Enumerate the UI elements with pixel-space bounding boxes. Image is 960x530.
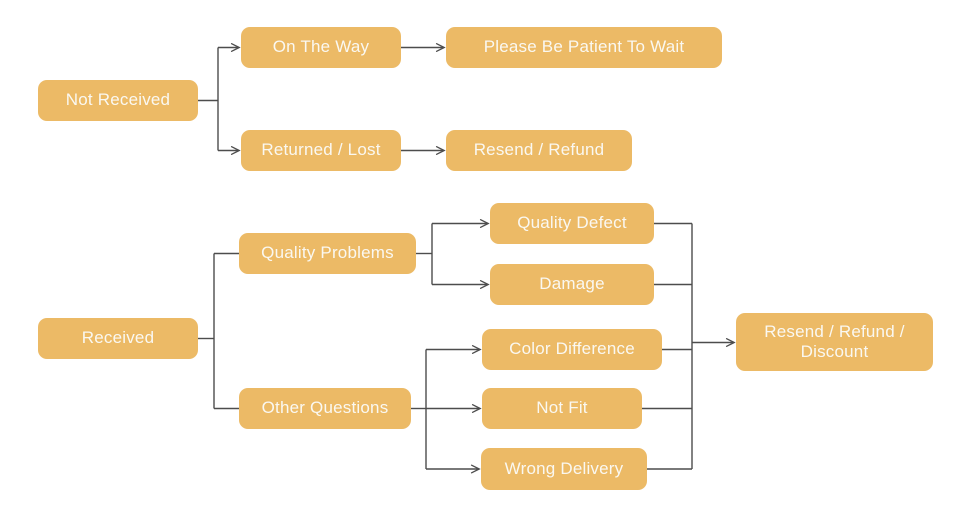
- node-wrong-delivery: Wrong Delivery: [481, 448, 647, 490]
- node-resend-refund: Resend / Refund: [446, 130, 632, 171]
- node-received: Received: [38, 318, 198, 359]
- node-other-questions: Other Questions: [239, 388, 411, 429]
- node-on-the-way: On The Way: [241, 27, 401, 68]
- node-not-received: Not Received: [38, 80, 198, 121]
- node-returned-lost: Returned / Lost: [241, 130, 401, 171]
- node-not-fit: Not Fit: [482, 388, 642, 429]
- node-quality-defect: Quality Defect: [490, 203, 654, 244]
- node-color-difference: Color Difference: [482, 329, 662, 370]
- node-resend-refund-discount: Resend / Refund / Discount: [736, 313, 933, 371]
- node-damage: Damage: [490, 264, 654, 305]
- node-please-be-patient: Please Be Patient To Wait: [446, 27, 722, 68]
- node-quality-problems: Quality Problems: [239, 233, 416, 274]
